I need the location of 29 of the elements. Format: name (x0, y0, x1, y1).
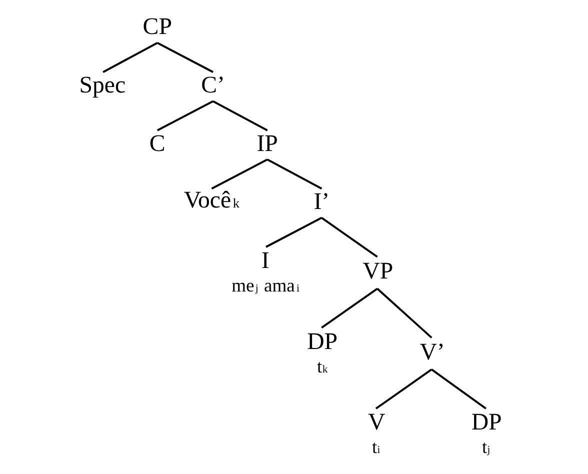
node-text: Spec (78, 72, 126, 98)
connector (102, 42, 158, 73)
node-label: tj (481, 437, 490, 458)
node-text: I (260, 248, 269, 274)
node-label: tk (316, 356, 328, 378)
node-text: IP (256, 130, 278, 157)
connector (156, 42, 213, 73)
connector (320, 288, 378, 329)
connector (265, 216, 322, 248)
connector (374, 368, 432, 410)
connector (266, 158, 322, 190)
node-text: VP (362, 258, 393, 285)
connector (430, 368, 486, 410)
connector (210, 158, 268, 190)
node-text: DP (470, 410, 502, 436)
node-text: DP (306, 328, 338, 355)
connector (320, 216, 378, 258)
node-text: C’ (200, 72, 224, 98)
node-text: Vocêk (183, 188, 240, 214)
node-text: I’ (313, 189, 330, 216)
connector (212, 100, 268, 132)
node-text: V (368, 410, 385, 436)
node-label: mej amai (231, 276, 299, 297)
node-text: CP (142, 14, 172, 40)
connector (376, 288, 432, 338)
node-text: V’ (419, 339, 444, 366)
node-label: ti (372, 437, 380, 458)
connector (156, 100, 213, 132)
node-text: C (148, 130, 165, 157)
